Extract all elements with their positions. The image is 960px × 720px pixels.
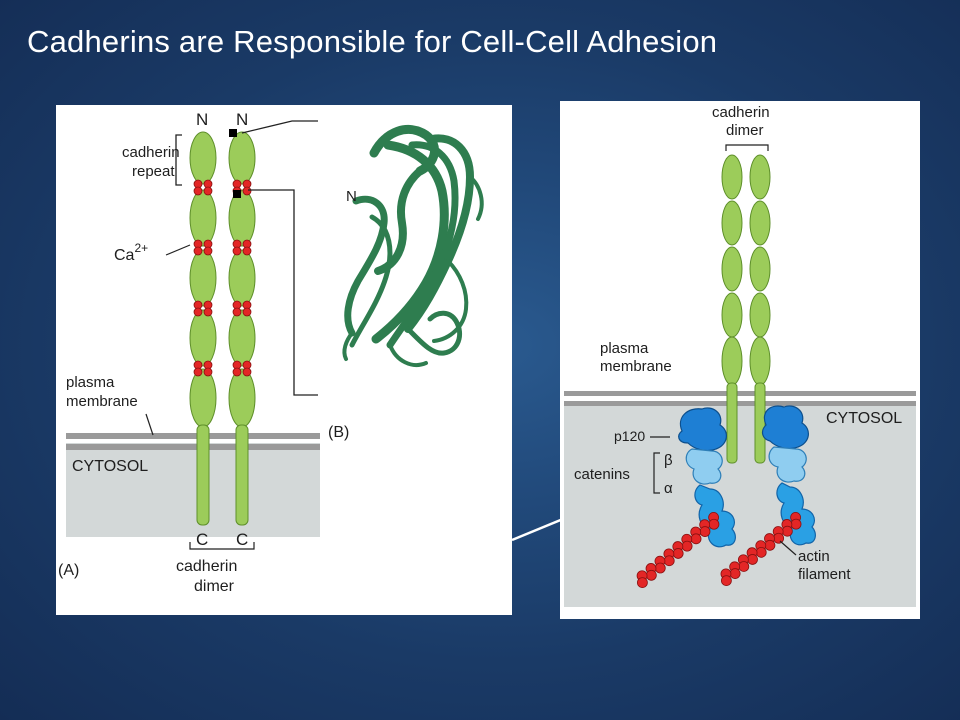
- calcium-ion: [242, 186, 252, 196]
- actin-bead: [764, 539, 776, 551]
- calcium-ion: [193, 367, 203, 377]
- calcium-label: Ca2+: [114, 241, 148, 264]
- cadherin-repeat-label-2: repeat: [132, 163, 175, 180]
- cadherin-catenin-panel: cadherin dimer plasma membrane CYTOSOL p…: [560, 101, 920, 619]
- calcium-ion: [203, 246, 213, 256]
- plasma-membrane-line: [564, 391, 916, 396]
- actin-bead: [681, 540, 693, 552]
- calcium-ion: [232, 307, 242, 317]
- catenin-complex-left: [678, 407, 736, 548]
- plasma-membrane-label-2: membrane: [66, 393, 138, 410]
- ribbon-n-terminus-label: N: [346, 188, 357, 205]
- actin-bead: [637, 577, 648, 589]
- actin-bead: [663, 555, 675, 567]
- calcium-ion: [232, 246, 242, 256]
- calcium-ion: [203, 367, 213, 377]
- actin-bead: [672, 548, 684, 559]
- actin-bead: [654, 562, 666, 574]
- cadherin-repeat-label-1: cadherin: [122, 144, 180, 161]
- cytosol-label: CYTOSOL: [826, 410, 902, 427]
- calcium-ion: [242, 367, 252, 377]
- actin-bead: [729, 568, 741, 579]
- actin-filament-right: [720, 511, 802, 587]
- cadherin-dimer-label-1: cadherin: [176, 558, 237, 575]
- cadherin-dimer-label-2: dimer: [194, 578, 235, 595]
- actin-bead: [738, 561, 750, 572]
- cadherin-molecule-right: [228, 131, 256, 526]
- plasma-membrane-label-1: plasma: [66, 374, 115, 391]
- n-terminus-label-left: N: [196, 110, 208, 129]
- calcium-ion: [242, 246, 252, 256]
- cytosol-label: CYTOSOL: [72, 458, 148, 475]
- cadherin-dimer-label-2: dimer: [726, 122, 764, 139]
- cadherin-molecule-left: [189, 131, 217, 526]
- c-terminus-label-right: C: [236, 530, 248, 549]
- actin-bead: [755, 546, 767, 558]
- cadherin-structure-panel: cadherin repeat N N Ca2+ plasma membrane…: [56, 105, 512, 615]
- plasma-membrane-label-1: plasma: [600, 340, 649, 357]
- cytosol-region: [66, 443, 320, 537]
- calcium-ion: [193, 307, 203, 317]
- calcium-ion: [203, 307, 213, 317]
- actin-bead: [708, 518, 720, 530]
- alpha-catenin-label: α: [664, 480, 673, 497]
- actin-bead: [781, 525, 793, 537]
- panel-a-label: (A): [58, 562, 79, 579]
- marker-square-mid: [233, 190, 241, 198]
- calcium-ion: [193, 186, 203, 196]
- actin-bead: [690, 533, 702, 545]
- actin-filament-left: [636, 511, 720, 589]
- calcium-ion: [203, 186, 213, 196]
- calcium-ion: [193, 246, 203, 256]
- actin-bead: [720, 575, 732, 587]
- actin-filament-label-2: filament: [798, 566, 851, 583]
- plasma-membrane-line-inner: [564, 401, 916, 406]
- actin-bead: [645, 569, 657, 581]
- n-terminus-label-right: N: [236, 110, 248, 129]
- calcium-ion: [232, 367, 242, 377]
- plasma-membrane-line: [66, 433, 320, 439]
- c-terminus-label-left: C: [196, 530, 208, 549]
- marker-square-top: [229, 129, 237, 137]
- plasma-membrane-label-2: membrane: [600, 358, 672, 375]
- catenins-label: catenins: [574, 466, 630, 483]
- actin-bead: [773, 532, 785, 544]
- panel-b-label: (B): [328, 424, 349, 441]
- actin-bead: [699, 526, 711, 537]
- actin-bead: [747, 554, 758, 565]
- actin-filament-label-1: actin: [798, 548, 830, 565]
- calcium-ion: [242, 307, 252, 317]
- actin-bead: [790, 518, 802, 530]
- beta-catenin-label: β: [664, 452, 673, 469]
- plasma-membrane-line-inner: [66, 444, 320, 450]
- cadherin-dimer-label-1: cadherin: [712, 104, 770, 121]
- cadherin-domain-ribbon: [342, 124, 484, 367]
- slide-title: Cadherins are Responsible for Cell-Cell …: [27, 24, 718, 59]
- p120-label: p120: [614, 428, 645, 444]
- cadherin-molecule-left: [721, 154, 743, 464]
